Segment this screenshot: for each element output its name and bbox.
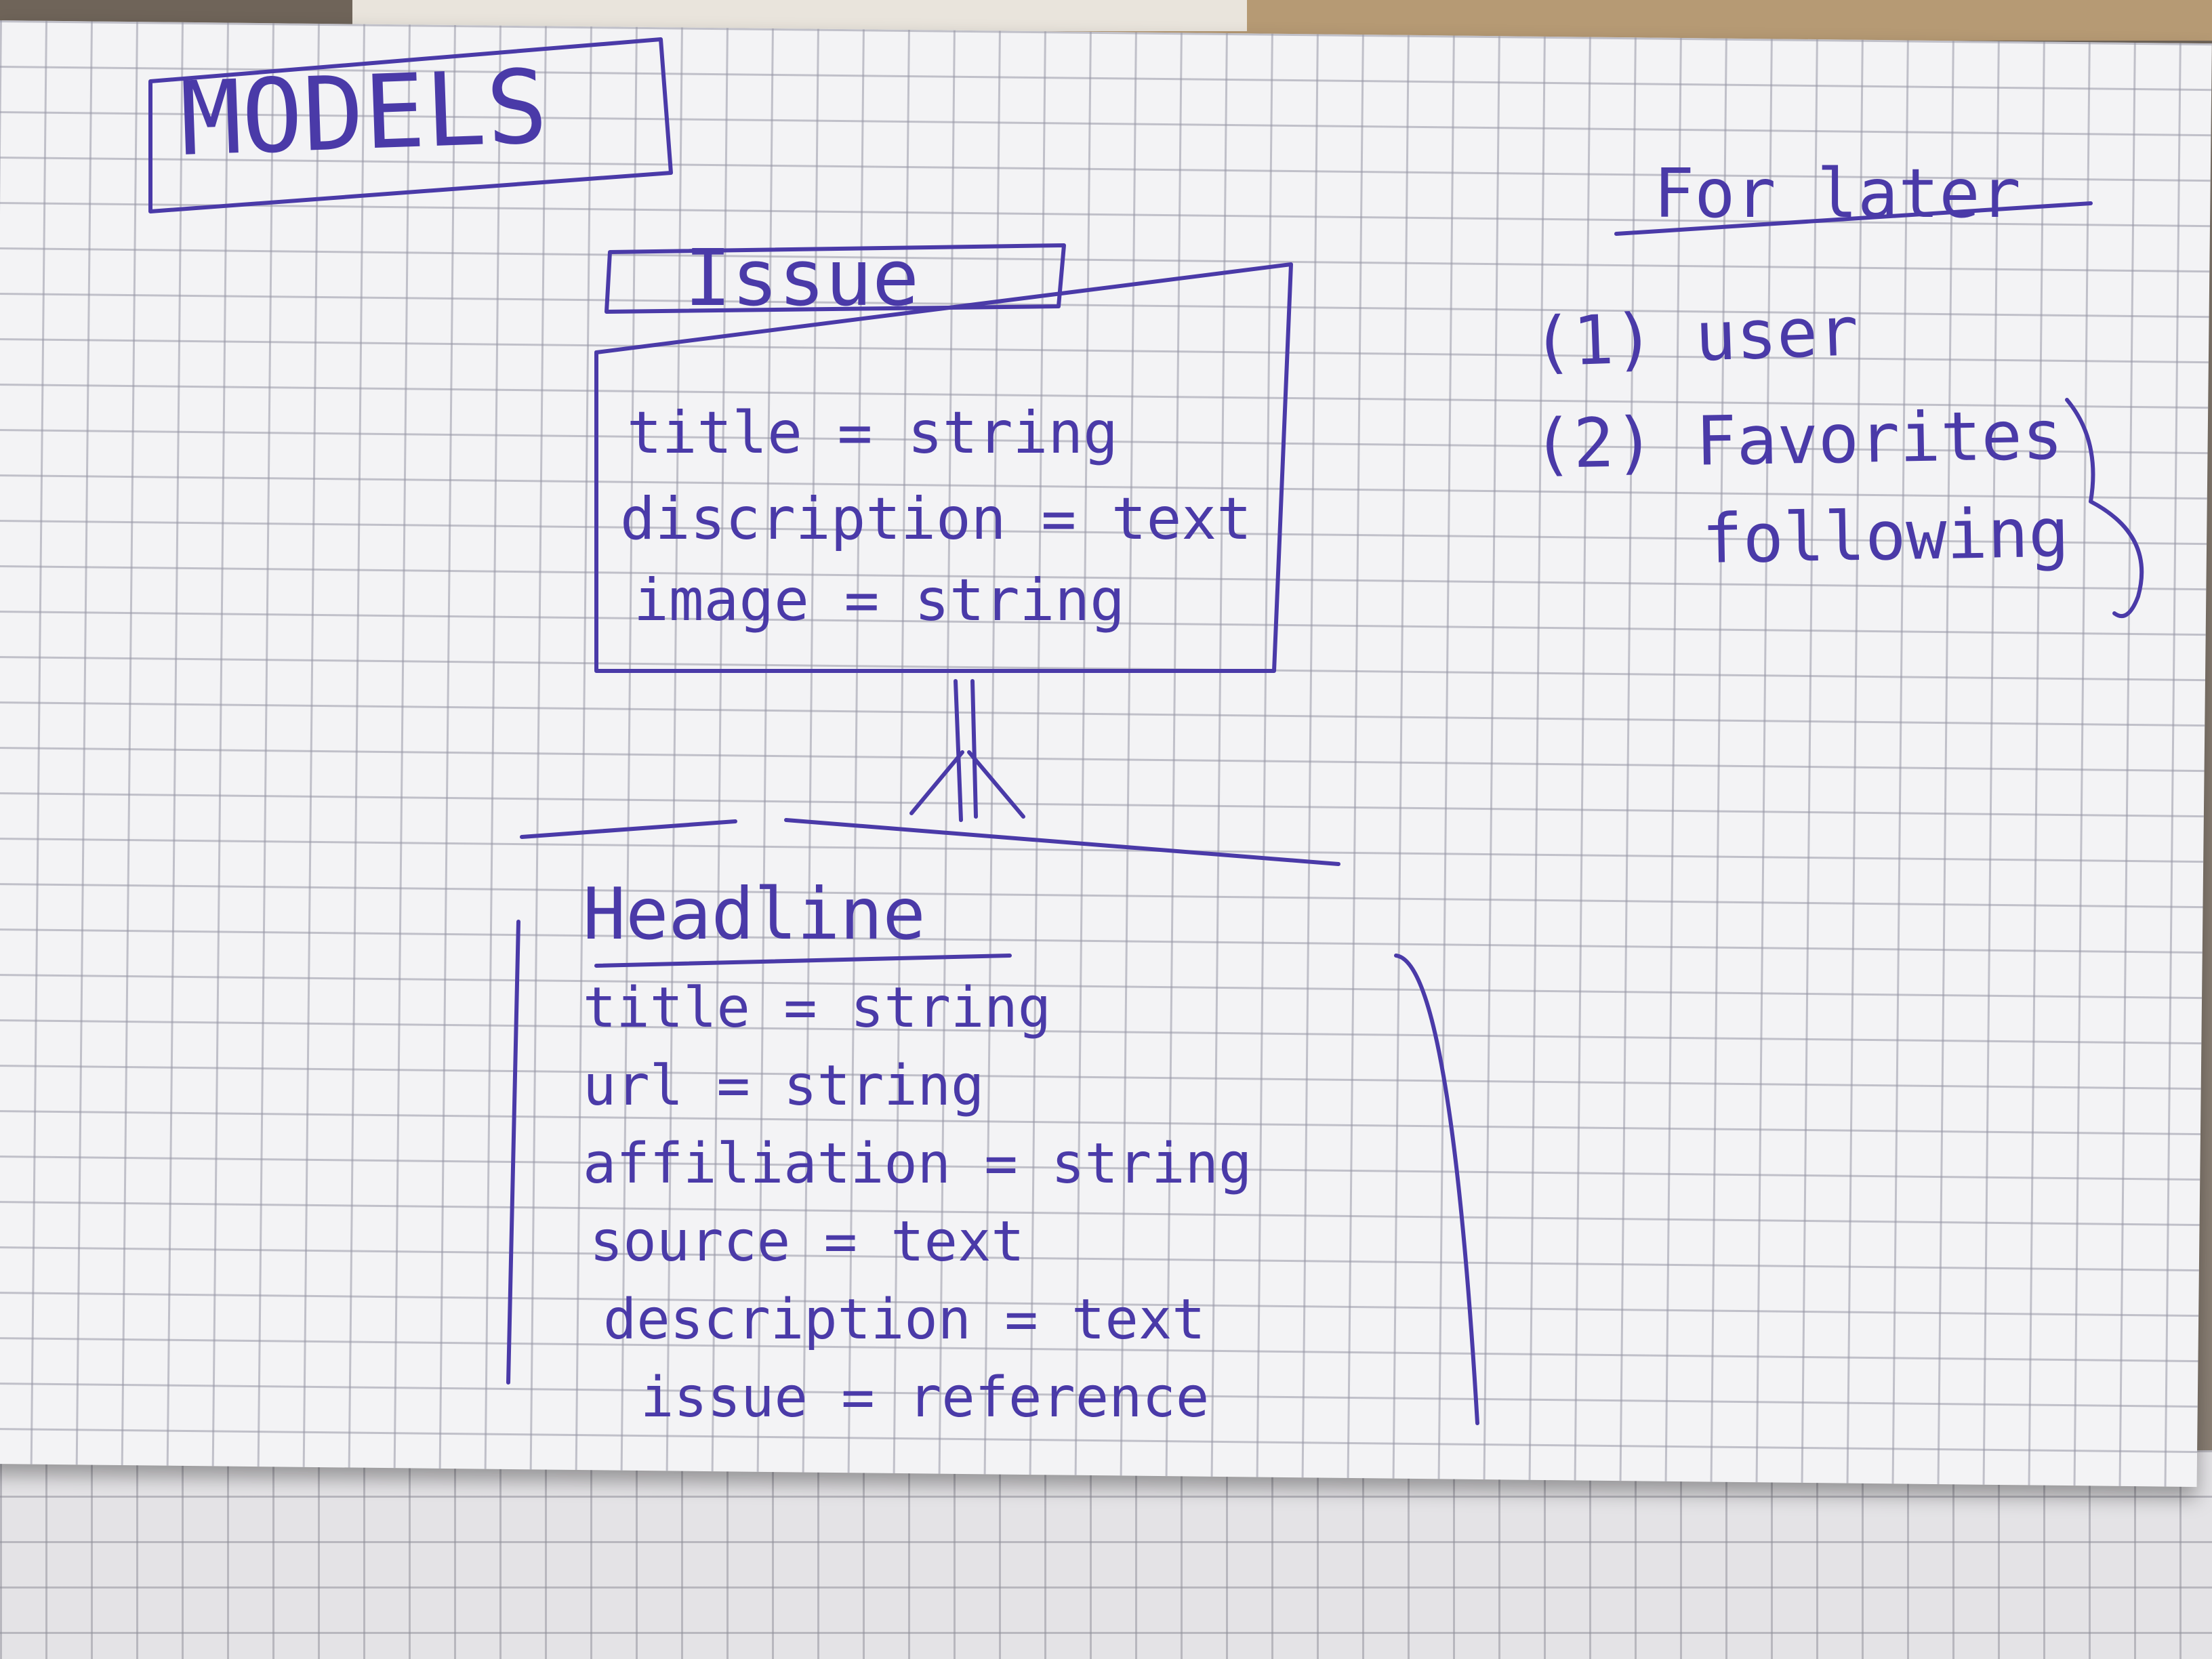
for-later-item-2: (2) Favorites bbox=[1532, 395, 2064, 484]
issue-field-title: title = string bbox=[627, 399, 1118, 467]
issue-field-description: discription = text bbox=[620, 485, 1252, 553]
headline-model-name: Headline bbox=[583, 873, 926, 956]
issue-model-outline bbox=[594, 262, 1293, 673]
issue-headline-relation bbox=[909, 679, 1025, 822]
models-title-box bbox=[148, 37, 673, 213]
crows-foot-right bbox=[967, 750, 1025, 819]
headline-top-line-left bbox=[520, 819, 737, 839]
headline-field-affiliation: affiliation = string bbox=[583, 1132, 1252, 1196]
headline-field-url: url = string bbox=[583, 1054, 984, 1118]
for-later-notes: For later (1) user (2) Favorites followi… bbox=[1531, 154, 2144, 619]
headline-right-edge bbox=[1394, 954, 1479, 1425]
for-later-bracket bbox=[2065, 398, 2144, 619]
crows-foot-left bbox=[909, 750, 964, 815]
relation-line bbox=[954, 679, 963, 822]
models-title-group: MODELS bbox=[148, 37, 673, 213]
headline-left-edge bbox=[506, 920, 520, 1385]
for-later-item-1: (1) user bbox=[1531, 291, 1860, 382]
issue-model-box: Issue title = string discription = text … bbox=[594, 233, 1293, 673]
relation-line-double bbox=[970, 679, 978, 819]
for-later-underline bbox=[1614, 201, 2093, 236]
issue-field-image: image = string bbox=[634, 567, 1125, 634]
headline-top-line-right bbox=[784, 818, 1340, 866]
issue-model-name: Issue bbox=[684, 233, 919, 324]
headline-field-issue: issue = reference bbox=[640, 1366, 1209, 1430]
for-later-item-3: following bbox=[1701, 493, 2070, 579]
headline-field-description: description = text bbox=[603, 1288, 1206, 1352]
headline-model-box: Headline title = string url = string aff… bbox=[506, 818, 1479, 1430]
issue-title-frame bbox=[605, 243, 1066, 314]
headline-name-underline bbox=[594, 954, 1012, 968]
notebook-lower-page bbox=[0, 1450, 2212, 1659]
headline-field-title: title = string bbox=[583, 976, 1051, 1040]
headline-field-source: source = text bbox=[590, 1210, 1025, 1274]
models-title: MODELS bbox=[178, 48, 550, 179]
